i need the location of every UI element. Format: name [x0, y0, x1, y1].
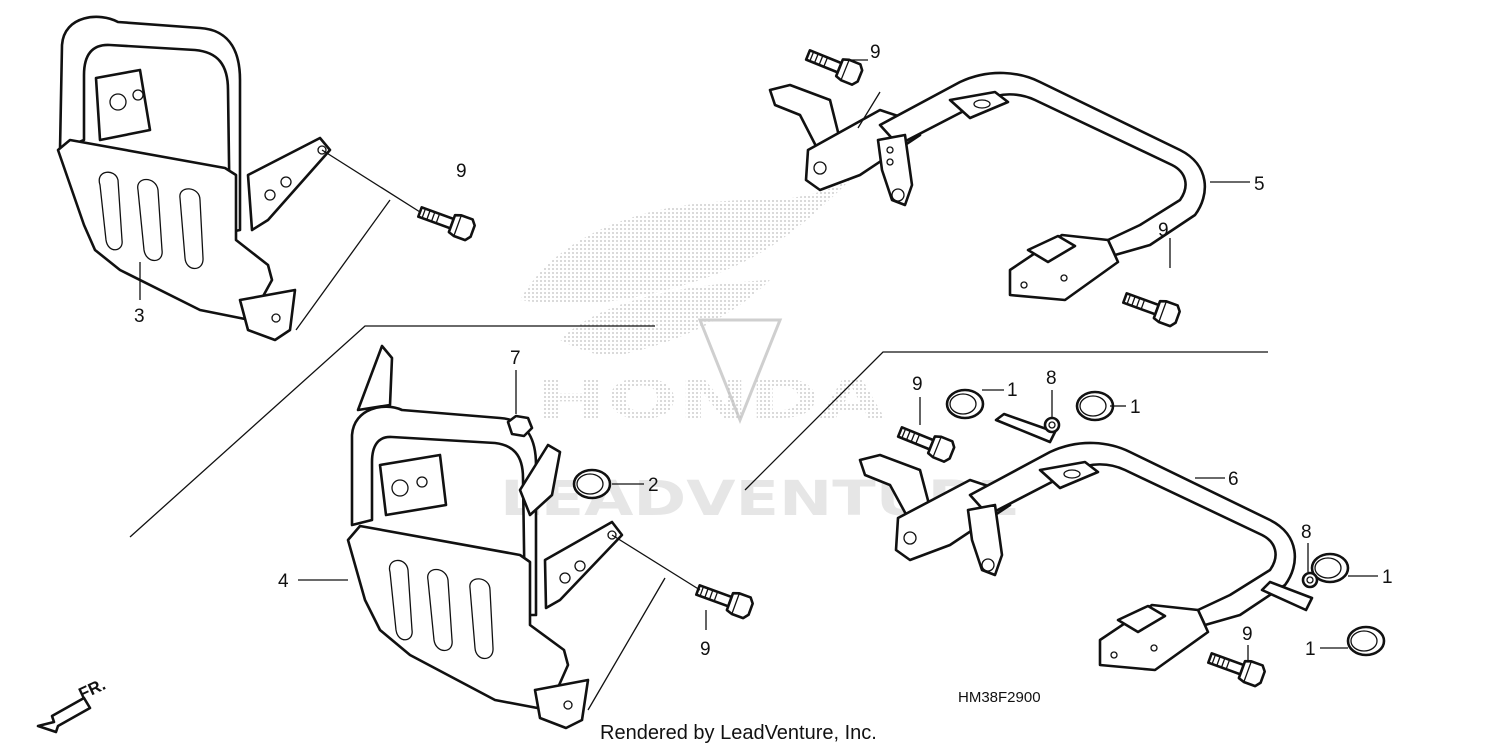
bolt-9a	[414, 200, 478, 243]
callout-1c: 1	[1382, 567, 1393, 588]
front-direction-arrow: FR.	[36, 675, 109, 734]
nut-part-8b	[1301, 571, 1319, 589]
diagram-code: HM38F2900	[958, 689, 1041, 706]
callout-1d: 1	[1305, 639, 1316, 660]
render-credit: Rendered by LeadVenture, Inc.	[600, 722, 877, 744]
bolt-9b	[802, 43, 866, 88]
rear-guard-part-5	[768, 71, 1207, 302]
callout-7: 7	[510, 348, 521, 369]
callout-3: 3	[134, 306, 145, 327]
bolt-9f	[1204, 646, 1268, 689]
callout-9c: 9	[1158, 220, 1169, 241]
honda-wing-watermark	[520, 180, 850, 425]
callout-9e: 9	[700, 639, 711, 660]
callout-2: 2	[648, 475, 659, 496]
callout-6: 6	[1228, 469, 1239, 490]
nut-part-7	[506, 414, 534, 438]
callout-5: 5	[1254, 174, 1265, 195]
front-guard-part-3	[56, 15, 332, 342]
section-divider-left	[129, 325, 655, 538]
rear-guard-part-6	[858, 412, 1314, 672]
reflector-part-1d	[1346, 625, 1386, 657]
callout-9b: 9	[870, 42, 881, 63]
callout-9a: 9	[456, 161, 467, 182]
front-guard-part-4	[346, 344, 624, 730]
reflector-part-1a	[945, 388, 985, 420]
reflector-part-1b	[1075, 390, 1115, 422]
nut-part-8a	[1043, 416, 1061, 434]
callout-9f: 9	[1242, 624, 1253, 645]
leader-lines	[139, 59, 1378, 711]
watermark-brand: HONDA	[535, 368, 885, 431]
bolt-9d	[894, 420, 958, 465]
callout-8a: 8	[1046, 368, 1057, 389]
section-divider-right	[744, 351, 1268, 491]
reflector-part-2	[572, 468, 612, 500]
callout-1b: 1	[1130, 397, 1141, 418]
callout-8b: 8	[1301, 522, 1312, 543]
bolt-9e	[692, 578, 756, 621]
callout-9d: 9	[912, 374, 923, 395]
callout-1a: 1	[1007, 380, 1018, 401]
bolt-9c	[1119, 286, 1183, 329]
callout-4: 4	[278, 571, 289, 592]
